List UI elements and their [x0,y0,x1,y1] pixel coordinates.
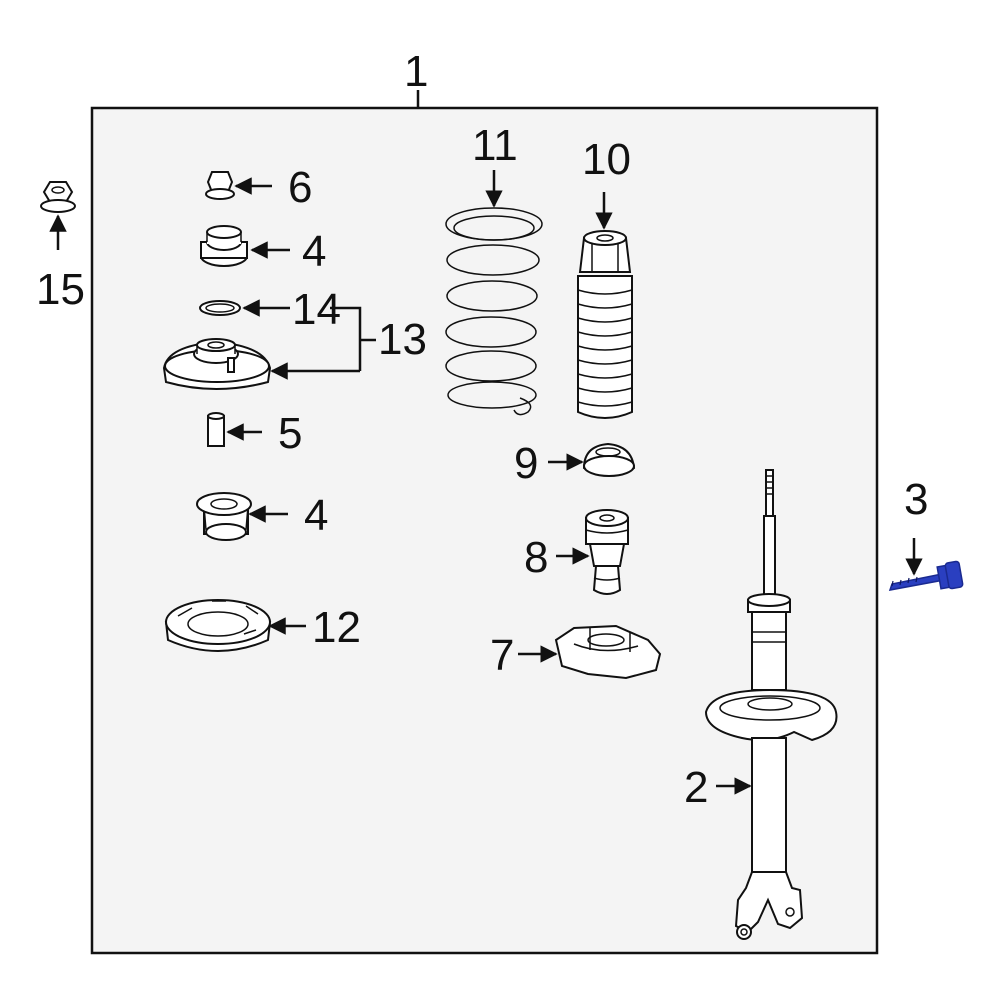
part-15-nut[interactable] [40,181,76,213]
callout-1[interactable]: 1 [404,47,428,96]
part-2-shock-absorber[interactable] [704,469,838,940]
callout-4a[interactable]: 4 [302,227,326,276]
callout-13[interactable]: 13 [378,315,427,364]
callout-11[interactable]: 11 [472,121,518,170]
part-11-coil-spring[interactable] [445,207,543,416]
part-4-upper-bushing[interactable] [200,225,248,267]
part-7-lower-seat[interactable] [554,624,662,680]
part-13-mount[interactable] [162,338,272,390]
part-10-dust-boot[interactable] [577,230,633,419]
part-14-ring[interactable] [199,300,241,316]
callout-5[interactable]: 5 [278,409,302,458]
callout-4b[interactable]: 4 [304,491,328,540]
callout-6[interactable]: 6 [288,163,312,212]
part-5-sleeve[interactable] [207,412,225,447]
callout-3[interactable]: 3 [904,475,928,524]
part-6-nut[interactable] [205,171,235,200]
callout-8[interactable]: 8 [524,533,548,582]
callout-7[interactable]: 7 [490,631,514,680]
callout-2[interactable]: 2 [684,763,708,812]
callout-14[interactable]: 14 [292,285,341,334]
part-3-bolt[interactable] [888,560,964,591]
callout-10[interactable]: 10 [582,135,631,184]
callout-15[interactable]: 15 [36,265,85,314]
part-4-lower-bushing[interactable] [196,492,252,541]
part-8-bump-stop[interactable] [585,509,629,595]
bracket-13 [330,306,376,371]
part-12-seat[interactable] [164,599,272,652]
callout-12[interactable]: 12 [312,603,361,652]
callout-9[interactable]: 9 [514,439,538,488]
part-9-cap[interactable] [582,442,636,477]
